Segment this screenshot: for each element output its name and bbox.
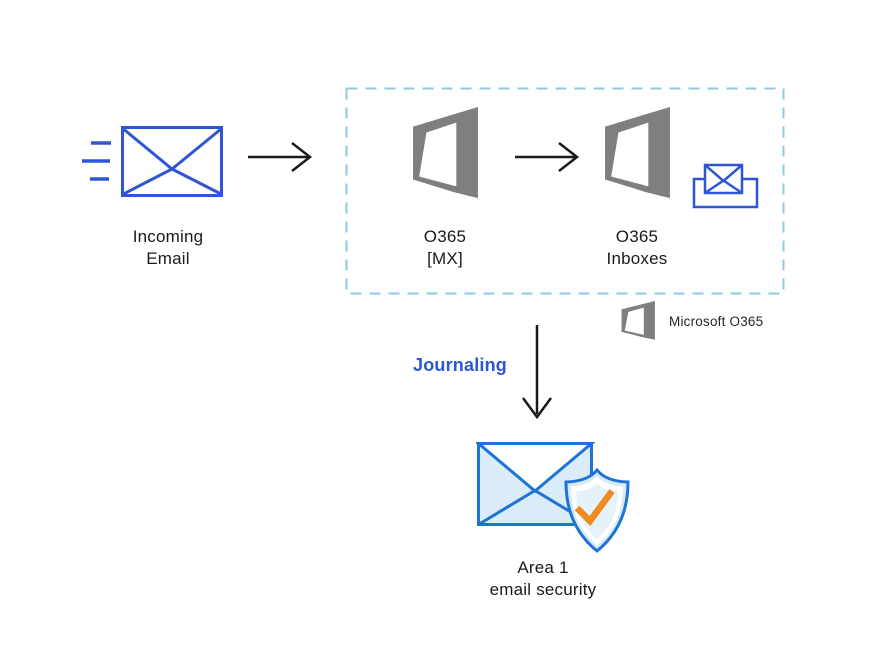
envelope-shield-check-icon: [476, 442, 630, 553]
legend-label: Microsoft O365: [669, 313, 764, 329]
arrow-down-icon: [521, 325, 553, 420]
incoming-email-label-line1: Incoming: [132, 227, 204, 246]
journaling-label: Journaling: [412, 355, 507, 375]
office365-logo-icon: [605, 107, 670, 199]
o365-inboxes-label-line2: Inboxes: [606, 249, 668, 268]
office365-logo-icon: [621, 301, 655, 340]
area1-label-line2: email security: [489, 580, 597, 599]
arrow-right-icon: [248, 142, 313, 172]
o365-mx-label-line1: O365: [423, 227, 467, 246]
incoming-email-label-line2: Email: [146, 249, 190, 268]
area1-label: Area 1 email security: [448, 557, 638, 601]
office365-logo-icon: [413, 107, 478, 199]
o365-mx-label-line2: [MX]: [427, 249, 463, 268]
incoming-email-envelope-icon: [82, 126, 223, 197]
incoming-email-label: Incoming Email: [73, 226, 263, 270]
arrow-right-icon: [515, 142, 580, 172]
checkmark-icon: [574, 489, 615, 526]
o365-mx-label: O365 [MX]: [350, 226, 540, 270]
o365-inboxes-label-line1: O365: [615, 227, 659, 246]
legend-microsoft-o365: Microsoft O365: [621, 301, 763, 341]
area1-label-line1: Area 1: [517, 558, 569, 577]
o365-boundary-box: [345, 87, 785, 295]
o365-inboxes-label: O365 Inboxes: [542, 226, 732, 270]
shield-icon: [564, 467, 630, 553]
speed-lines-icon: [82, 141, 111, 181]
inbox-tray-envelope-icon: [692, 163, 759, 209]
